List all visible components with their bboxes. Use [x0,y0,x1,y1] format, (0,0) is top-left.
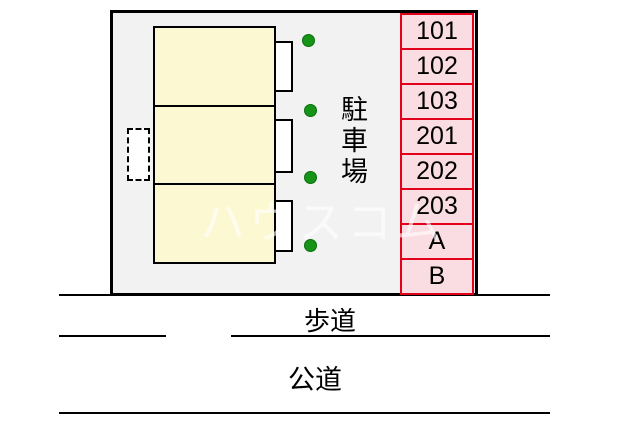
stall-B: B [400,258,474,295]
stall-203: 203 [400,188,474,225]
porch-1 [274,41,293,92]
porch-2 [274,119,293,173]
stall-103: 103 [400,83,474,120]
green-marker-icon [304,239,317,252]
sidewalk-top-line-right [475,294,550,296]
public-road-label: 公道 [288,365,342,395]
sidewalk-bottom-line-right [231,335,550,337]
parking-lot-label: 駐車場 [337,95,367,188]
stall-102: 102 [400,48,474,85]
public-road-bottom-line [59,412,550,414]
stall-202: 202 [400,153,474,190]
green-marker-icon [304,104,317,117]
green-marker-icon [302,34,315,47]
sidewalk-label: 歩道 [303,306,356,336]
sidewalk-bottom-line-left [59,335,166,337]
dashed-entrance-box [127,128,150,181]
building-block-3 [153,183,276,264]
stall-A: A [400,223,474,260]
green-marker-icon [304,171,317,184]
building-block-2 [153,105,276,185]
stall-101: 101 [400,13,474,50]
building-block-1 [153,26,276,107]
porch-3 [274,200,293,252]
sidewalk-top-line-left [59,294,110,296]
stall-201: 201 [400,118,474,155]
